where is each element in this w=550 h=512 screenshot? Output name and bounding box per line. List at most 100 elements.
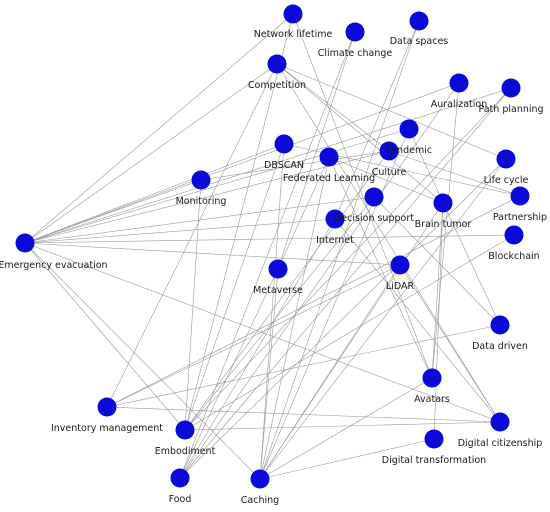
edge-path-planning-embodiment bbox=[184, 87, 512, 431]
edge-monitoring-culture bbox=[200, 150, 390, 181]
edge-dbscan-emergency-evacuation bbox=[24, 143, 285, 244]
node-digital-citizenship[interactable] bbox=[490, 412, 510, 432]
edge-network-lifetime-emergency-evacuation bbox=[24, 13, 294, 244]
node-label-digital-transformation: Digital transformation bbox=[382, 455, 486, 466]
node-inventory-management[interactable] bbox=[97, 397, 117, 417]
node-label-blockchain: Blockchain bbox=[488, 251, 539, 262]
node-label-auralization: Auralization bbox=[431, 99, 488, 110]
edge-inventory-management-digital-citizenship bbox=[106, 406, 501, 423]
node-pandemic[interactable] bbox=[399, 119, 419, 139]
node-caching[interactable] bbox=[250, 469, 270, 489]
edge-digital-transformation-caching bbox=[259, 438, 435, 480]
edge-embodiment-digital-citizenship bbox=[184, 421, 501, 431]
node-label-pandemic: Pandemic bbox=[386, 145, 432, 156]
node-label-network-lifetime: Network lifetime bbox=[254, 29, 333, 40]
node-monitoring[interactable] bbox=[191, 170, 211, 190]
edge-internet-food bbox=[179, 218, 336, 479]
edge-competition-emergency-evacuation bbox=[24, 63, 278, 244]
edge-federated-learning-brain-tumor bbox=[328, 156, 444, 204]
edge-internet-digital-citizenship bbox=[334, 218, 501, 423]
node-network-lifetime[interactable] bbox=[283, 4, 303, 24]
edge-climate-change-food bbox=[179, 31, 356, 479]
edge-data-spaces-internet bbox=[334, 20, 420, 220]
node-label-internet: Internet bbox=[316, 235, 354, 246]
node-label-competition: Competition bbox=[248, 80, 306, 91]
edge-competition-digital-citizenship bbox=[276, 63, 501, 423]
node-competition[interactable] bbox=[267, 54, 287, 74]
node-label-digital-citizenship: Digital citizenship bbox=[458, 438, 543, 449]
node-culture[interactable] bbox=[379, 141, 399, 161]
edge-network-lifetime-embodiment bbox=[184, 13, 294, 431]
node-emergency-evacuation[interactable] bbox=[15, 233, 35, 253]
node-label-caching: Caching bbox=[241, 495, 279, 506]
node-dbscan[interactable] bbox=[274, 134, 294, 154]
node-lidar[interactable] bbox=[390, 255, 410, 275]
edge-federated-learning-metaverse bbox=[277, 156, 330, 270]
node-label-lidar: LiDAR bbox=[386, 281, 415, 292]
node-data-driven[interactable] bbox=[490, 315, 510, 335]
edge-data-driven-inventory-management bbox=[106, 324, 501, 408]
node-label-life-cycle: Life cycle bbox=[484, 175, 529, 186]
node-internet[interactable] bbox=[325, 209, 345, 229]
node-layer bbox=[15, 4, 530, 489]
edge-emergency-evacuation-digital-citizenship bbox=[24, 242, 501, 423]
edge-brain-tumor-digital-transformation bbox=[433, 202, 444, 440]
edge-auralization-emergency-evacuation bbox=[24, 82, 460, 244]
edge-emergency-evacuation-caching bbox=[24, 242, 261, 480]
node-label-dbscan: DBSCAN bbox=[264, 160, 304, 171]
edge-federated-learning-caching bbox=[259, 156, 330, 480]
node-federated-learning[interactable] bbox=[319, 147, 339, 167]
edge-competition-culture bbox=[276, 63, 390, 152]
node-data-spaces[interactable] bbox=[409, 11, 429, 31]
edge-avatars-caching bbox=[259, 377, 433, 480]
edge-lidar-caching bbox=[259, 264, 401, 480]
edge-decision-support-embodiment bbox=[184, 196, 375, 431]
edge-metaverse-food bbox=[179, 268, 279, 479]
edge-network-lifetime-avatars bbox=[292, 13, 433, 379]
node-label-partnership: Partnership bbox=[493, 212, 547, 223]
edge-pandemic-caching bbox=[259, 128, 410, 480]
node-path-planning[interactable] bbox=[501, 78, 521, 98]
node-metaverse[interactable] bbox=[268, 259, 288, 279]
edge-auralization-avatars bbox=[431, 82, 460, 379]
node-label-federated-learning: Federated Learning bbox=[283, 173, 375, 184]
node-avatars[interactable] bbox=[422, 368, 442, 388]
node-blockchain[interactable] bbox=[504, 225, 524, 245]
node-label-monitoring: Monitoring bbox=[176, 196, 227, 207]
node-label-data-driven: Data driven bbox=[472, 341, 528, 352]
edge-brain-tumor-avatars bbox=[431, 202, 444, 379]
edge-decision-support-data-driven bbox=[373, 196, 501, 326]
node-life-cycle[interactable] bbox=[496, 149, 516, 169]
edge-blockchain-embodiment bbox=[184, 234, 515, 431]
node-partnership[interactable] bbox=[510, 186, 530, 206]
node-label-embodiment: Embodiment bbox=[155, 446, 216, 457]
node-label-food: Food bbox=[169, 494, 192, 505]
edge-lidar-inventory-management bbox=[106, 264, 401, 408]
node-label-path-planning: Path planning bbox=[478, 104, 543, 115]
node-digital-transformation[interactable] bbox=[424, 429, 444, 449]
edge-competition-life-cycle bbox=[276, 63, 507, 160]
edge-brain-tumor-caching bbox=[259, 202, 444, 480]
edge-metaverse-caching bbox=[259, 268, 279, 480]
node-label-data-spaces: Data spaces bbox=[390, 36, 449, 47]
node-brain-tumor[interactable] bbox=[433, 193, 453, 213]
node-label-avatars: Avatars bbox=[414, 394, 450, 405]
node-embodiment[interactable] bbox=[175, 420, 195, 440]
edge-layer bbox=[24, 13, 521, 480]
edge-auralization-food bbox=[179, 82, 460, 479]
node-climate-change[interactable] bbox=[345, 22, 365, 42]
edge-dbscan-embodiment bbox=[184, 143, 285, 431]
edge-monitoring-embodiment bbox=[184, 179, 202, 431]
node-decision-support[interactable] bbox=[364, 187, 384, 207]
edge-life-cycle-caching bbox=[259, 158, 507, 480]
edge-pandemic-data-driven bbox=[408, 128, 501, 326]
edge-partnership-inventory-management bbox=[106, 195, 521, 408]
edge-climate-change-metaverse bbox=[277, 31, 356, 270]
node-label-decision-support: Decision support bbox=[334, 213, 414, 224]
node-auralization[interactable] bbox=[449, 73, 469, 93]
node-food[interactable] bbox=[170, 468, 190, 488]
edge-blockchain-emergency-evacuation bbox=[24, 234, 515, 244]
edge-competition-brain-tumor bbox=[276, 63, 444, 204]
node-label-emergency-evacuation: Emergency evacuation bbox=[0, 260, 108, 271]
